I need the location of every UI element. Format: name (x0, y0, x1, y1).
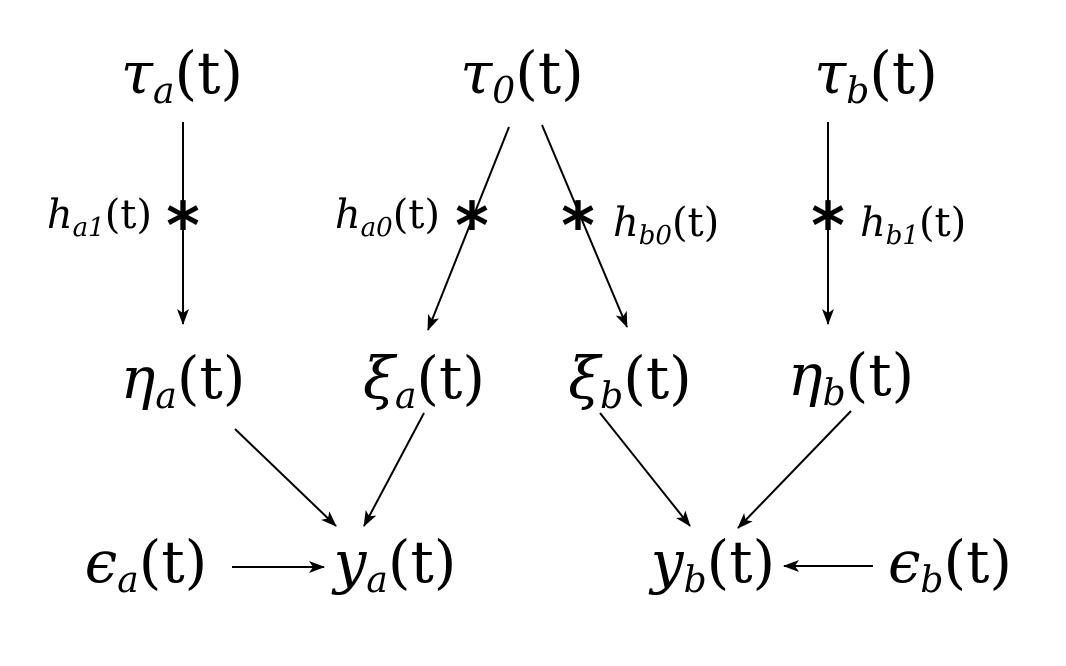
filter-h-b0: hb0(t) (613, 200, 719, 251)
edge-tau-0-to-xi-a (427, 126, 510, 331)
node-y-b: yb(t) (648, 528, 775, 601)
node-eps-a: ϵa(t) (85, 528, 208, 601)
edge-eta-b-to-y-b (737, 410, 852, 529)
convolution-operator-b1: * (811, 190, 844, 264)
node-tau-b: τb(t) (814, 39, 938, 112)
node-xi-a: ξa(t) (363, 344, 485, 417)
node-eps-b: ϵb(t) (888, 528, 1012, 601)
node-xi-b: ξb(t) (568, 344, 692, 417)
node-eta-a: ηa(t) (121, 344, 246, 417)
edges (177, 122, 873, 573)
filter-h-a0: ha0(t) (335, 192, 440, 243)
edge-eta-a-to-y-a (234, 428, 337, 527)
filter-labels: ha1(t) ha0(t) hb0(t) hb1(t) (47, 192, 966, 251)
convolution-operator-a1: * (166, 190, 199, 264)
edge-xi-a-to-y-a (363, 412, 425, 527)
convolution-operator-b0: * (561, 190, 594, 264)
filter-h-a1: ha1(t) (47, 192, 152, 243)
filter-h-b1: hb1(t) (860, 200, 966, 251)
convolution-operator-a0: * (455, 190, 488, 264)
node-tau-a: τa(t) (121, 39, 243, 112)
convolution-operators: * * * * (166, 190, 844, 264)
edge-tau-0-to-xi-b (541, 124, 628, 328)
node-eta-b: ηb(t) (788, 341, 914, 414)
node-y-a: ya(t) (331, 528, 457, 601)
nodes: τa(t) τ0(t) τb(t) ηa(t) ξa(t) ξb(t) ηb(t… (85, 39, 1012, 601)
node-tau-0: τ0(t) (460, 39, 584, 112)
edge-xi-b-to-y-b (599, 412, 691, 527)
